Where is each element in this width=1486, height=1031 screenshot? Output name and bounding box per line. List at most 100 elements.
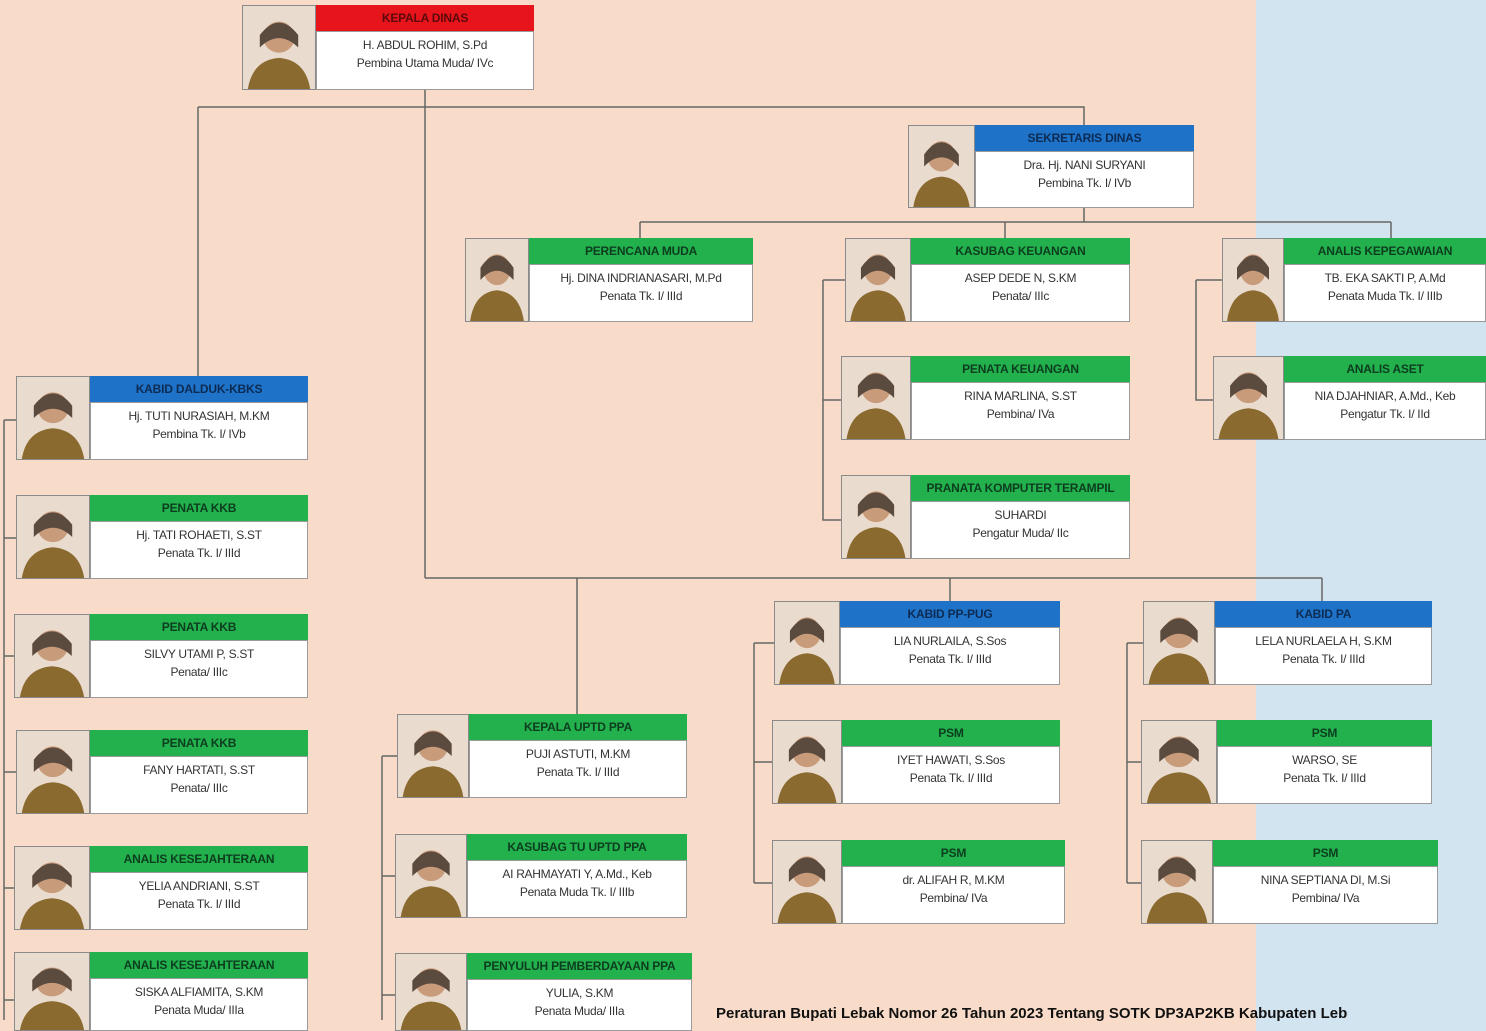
person-name: RINA MARLINA, S.ST — [964, 389, 1077, 403]
person-photo-icon — [1222, 238, 1284, 322]
person-rank: Penata/ IIIc — [170, 665, 228, 679]
position-title: PENATA KEUANGAN — [911, 356, 1130, 382]
position-title: PENATA KKB — [90, 730, 308, 756]
person-photo-icon — [16, 730, 90, 814]
person-rank: Penata Muda/ IIIa — [534, 1004, 625, 1018]
org-card-kasubag-tu-uptd: KASUBAG TU UPTD PPA AI RAHMAYATI Y, A.Md.… — [395, 834, 687, 918]
person-name: YULIA, S.KM — [545, 986, 614, 1000]
person-rank: Penata Muda/ IIIa — [154, 1003, 244, 1017]
person-photo-icon — [1141, 840, 1213, 924]
person-photo-icon — [841, 356, 911, 440]
position-title: ANALIS KEPEGAWAIAN — [1284, 238, 1486, 264]
position-title: ANALIS KESEJAHTERAAN — [90, 846, 308, 872]
person-rank: Pembina Utama Muda/ IVc — [356, 56, 494, 70]
person-name: FANY HARTATI, S.ST — [143, 763, 255, 777]
person-photo-icon — [1143, 601, 1215, 685]
person-photo-icon — [1213, 356, 1284, 440]
person-photo-icon — [465, 238, 529, 322]
position-title: PENATA KKB — [90, 614, 308, 640]
person-photo-icon — [908, 125, 975, 208]
person-name: Hj. DINA INDRIANASARI, M.Pd — [560, 271, 722, 285]
person-info: RINA MARLINA, S.ST Pembina/ IVa — [911, 382, 1130, 440]
person-photo-icon — [774, 601, 840, 685]
position-title: PSM — [842, 720, 1060, 746]
person-name: SUHARDI — [994, 508, 1047, 522]
person-rank: Penata Tk. I/ IIId — [157, 546, 241, 560]
person-name: dr. ALIFAH R, M.KM — [902, 873, 1005, 887]
person-name: SILVY UTAMI P, S.ST — [143, 647, 255, 661]
person-rank: Pembina/ IVa — [1291, 891, 1360, 905]
person-name: Hj. TUTI NURASIAH, M.KM — [128, 409, 270, 423]
position-title: KABID DALDUK-KBKS — [90, 376, 308, 402]
person-photo-icon — [16, 495, 90, 579]
position-title: PSM — [1217, 720, 1432, 746]
person-name: NIA DJAHNIAR, A.Md., Keb — [1314, 389, 1456, 403]
person-photo-icon — [772, 720, 842, 804]
person-name: WARSO, SE — [1292, 753, 1357, 767]
position-title: ANALIS KESEJAHTERAAN — [90, 952, 308, 978]
person-rank: Penata/ IIIc — [991, 289, 1050, 303]
position-title: PENATA KKB — [90, 495, 308, 521]
position-title: PSM — [1213, 840, 1438, 866]
person-photo-icon — [395, 834, 467, 918]
person-rank: Pembina/ IVa — [919, 891, 988, 905]
position-title: PERENCANA MUDA — [529, 238, 753, 264]
org-card-penata-kkb-2: PENATA KKB SILVY UTAMI P, S.ST Penata/ III… — [14, 614, 308, 698]
person-info: SISKA ALFIAMITA, S.KM Penata Muda/ IIIa — [90, 978, 308, 1031]
person-photo-icon — [772, 840, 842, 924]
person-name: AI RAHMAYATI Y, A.Md., Keb — [502, 867, 652, 881]
person-name: SISKA ALFIAMITA, S.KM — [134, 985, 264, 999]
person-rank: Penata Tk. I/ IIId — [908, 652, 992, 666]
person-name: ASEP DEDE N, S.KM — [964, 271, 1077, 285]
person-name: YELIA ANDRIANI, S.ST — [138, 879, 260, 893]
person-name: Dra. Hj. NANI SURYANI — [1023, 158, 1146, 172]
org-card-penata-komputer: PRANATA KOMPUTER TERAMPIL SUHARDI Pengatur… — [841, 475, 1130, 559]
person-info: Hj. TUTI NURASIAH, M.KM Pembina Tk. I/ IV… — [90, 402, 308, 460]
position-title: KASUBAG KEUANGAN — [911, 238, 1130, 264]
person-name: H. ABDUL ROHIM, S.Pd — [362, 38, 488, 52]
person-info: YELIA ANDRIANI, S.ST Penata Tk. I/ IIId — [90, 872, 308, 930]
person-name: TB. EKA SAKTI P, A.Md — [1324, 271, 1446, 285]
person-rank: Penata Tk. I/ IIId — [157, 897, 241, 911]
person-photo-icon — [14, 614, 90, 698]
person-rank: Pembina/ IVa — [986, 407, 1055, 421]
person-name: LIA NURLAILA, S.Sos — [893, 634, 1007, 648]
person-rank: Penata Muda Tk. I/ IIIb — [1327, 289, 1443, 303]
person-photo-icon — [1141, 720, 1217, 804]
person-name: NINA SEPTIANA DI, M.Si — [1260, 873, 1391, 887]
position-title: PRANATA KOMPUTER TERAMPIL — [911, 475, 1130, 501]
person-rank: Pembina Tk. I/ IVb — [152, 427, 246, 441]
person-name: IYET HAWATI, S.Sos — [897, 753, 1005, 767]
position-title: KASUBAG TU UPTD PPA — [467, 834, 687, 860]
person-rank: Penata Tk. I/ IIId — [599, 289, 683, 303]
position-title: ANALIS ASET — [1284, 356, 1486, 382]
position-title: KEPALA DINAS — [316, 5, 534, 31]
person-rank: Pengatur Muda/ IIc — [972, 526, 1069, 540]
person-photo-icon — [845, 238, 911, 322]
person-photo-icon — [397, 714, 469, 798]
